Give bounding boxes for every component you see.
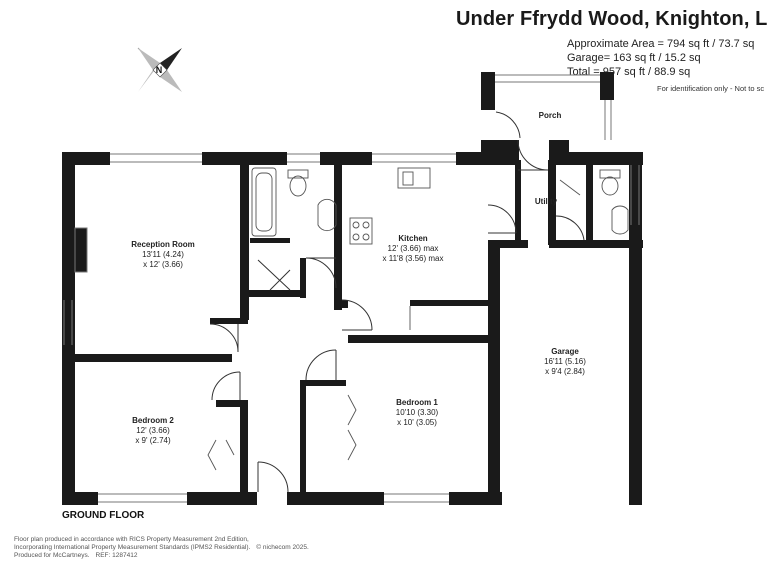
room-name: Bedroom 2 — [132, 416, 174, 425]
disclaimer: For identification only - Not to sc — [657, 84, 765, 93]
room-dim: x 12' (3.66) — [143, 260, 183, 269]
doors — [209, 111, 585, 493]
bedroom-2-label: Bedroom 2 12' (3.66) x 9' (2.74) — [108, 416, 198, 446]
kitchen-label: Kitchen 12' (3.66) max x 11'8 (3.56) max — [368, 234, 458, 264]
room-dim: x 10' (3.05) — [397, 418, 437, 427]
footer-brand: © nichecom 2025. — [256, 544, 309, 551]
walls — [62, 72, 643, 505]
room-name: Kitchen — [398, 234, 428, 243]
room-dim: x 11'8 (3.56) max — [382, 254, 444, 263]
room-dim: x 9'4 (2.84) — [545, 367, 585, 376]
approximate-area: Approximate Area = 794 sq ft / 73.7 sq — [567, 38, 755, 50]
footer-line-2: Incorporating International Property Mea… — [14, 544, 251, 551]
room-dim: 12' (3.66) — [136, 426, 170, 435]
room-name: Porch — [538, 111, 562, 120]
footer-produced-for: Produced for McCartneys. — [14, 552, 90, 559]
garage-area: Garage= 163 sq ft / 15.2 sq — [567, 52, 701, 64]
fixtures — [207, 167, 629, 471]
porch-label: Porch — [520, 111, 580, 121]
room-dim: 16'11 (5.16) — [544, 357, 586, 366]
footer-ref: REF: 1287412 — [95, 552, 138, 559]
footer: Floor plan produced in accordance with R… — [14, 536, 309, 560]
bedroom-1-label: Bedroom 1 10'10 (3.30) x 10' (3.05) — [372, 398, 462, 428]
property-title: Under Ffrydd Wood, Knighton, LD — [456, 8, 768, 30]
compass-letter: N — [156, 65, 163, 75]
room-name: Reception Room — [131, 240, 195, 249]
room-dim: x 9' (2.74) — [135, 436, 171, 445]
room-dim: 12' (3.66) max — [387, 244, 439, 253]
room-dim: 10'10 (3.30) — [395, 408, 439, 417]
north-compass-icon: N — [137, 47, 182, 92]
reception-room-label: Reception Room 13'11 (4.24) x 12' (3.66) — [118, 240, 208, 270]
windows — [63, 74, 640, 503]
room-dim: 13'11 (4.24) — [142, 250, 184, 259]
room-name: Bedroom 1 — [396, 398, 438, 407]
floor-label: GROUND FLOOR — [62, 510, 145, 521]
garage-label: Garage 16'11 (5.16) x 9'4 (2.84) — [520, 347, 610, 377]
room-name: Utility — [534, 197, 558, 206]
room-name: Garage — [551, 347, 579, 356]
footer-line-1: Floor plan produced in accordance with R… — [14, 536, 249, 543]
utility-label: Utility — [521, 197, 571, 207]
